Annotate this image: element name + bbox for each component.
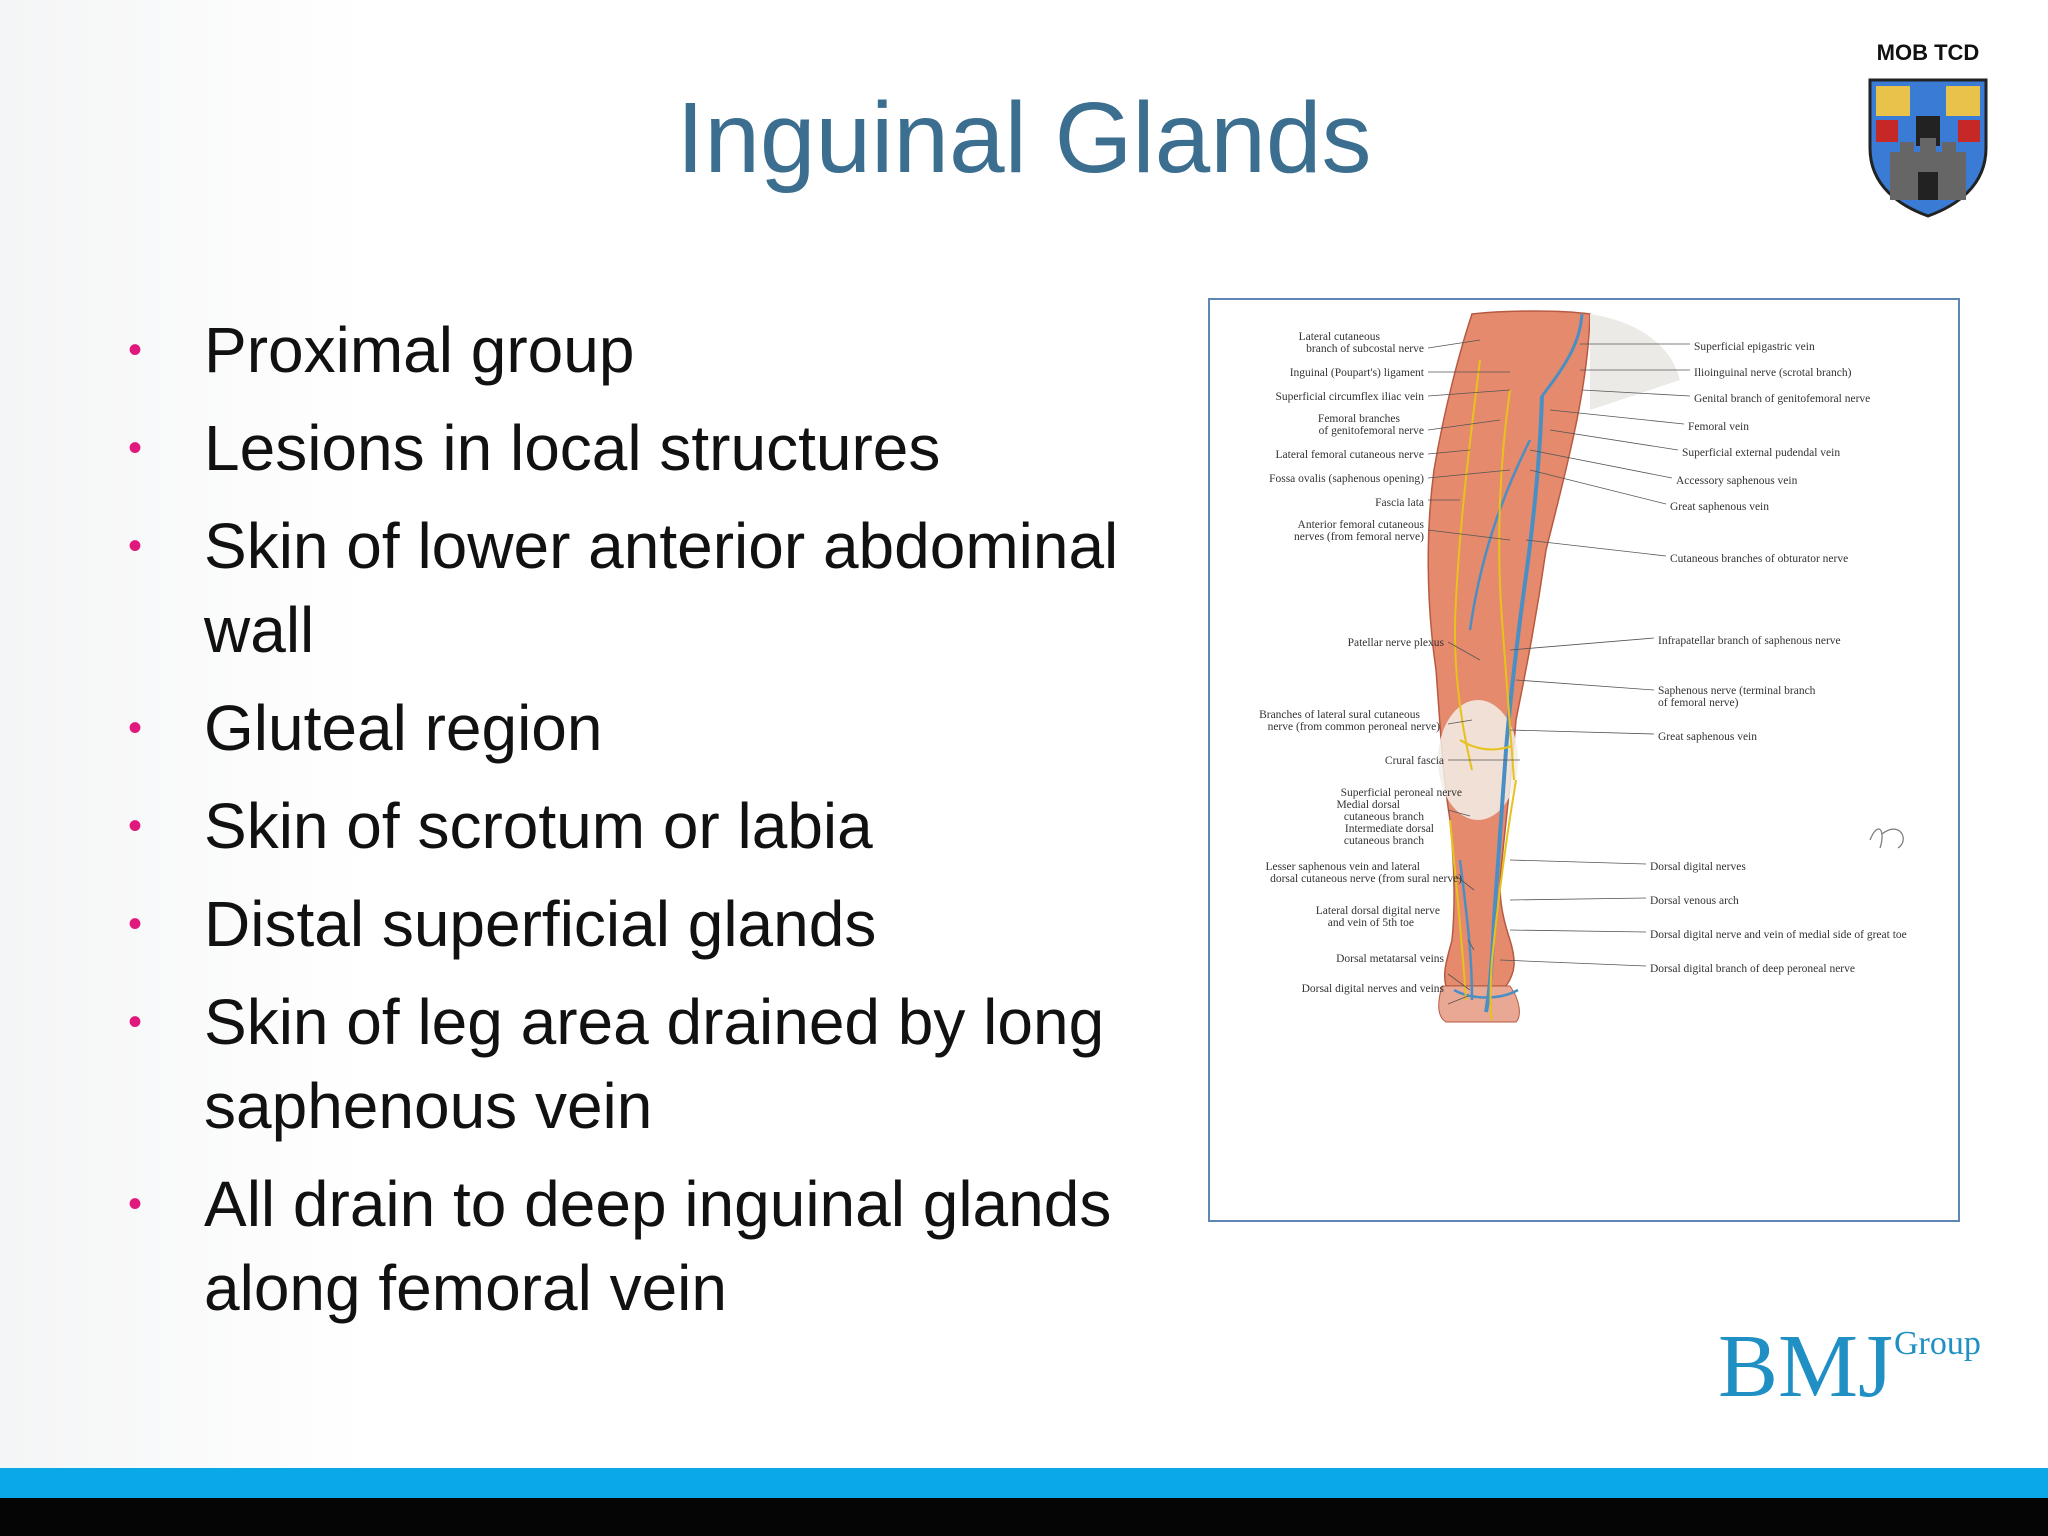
- bullet-dot: •: [128, 1000, 143, 1044]
- label-intermediate-dorsal-branch: cutaneous branch: [1344, 835, 1424, 847]
- saphenous-nerve: [1489, 779, 1517, 1021]
- bullet-list: •Proximal group •Lesions in local struct…: [120, 308, 1200, 1344]
- bullet-item: •Skin of leg area drained by long saphen…: [120, 980, 1200, 1148]
- foot-shape: [1438, 985, 1520, 1023]
- bmj-logo-subtext: Group: [1894, 1325, 1981, 1362]
- label-dorsal-digital-nerves: Dorsal digital nerves: [1650, 861, 1746, 873]
- crest-logo: [1868, 78, 1988, 218]
- left-leader-lines: [1427, 339, 1520, 1005]
- bullet-dot: •: [128, 524, 143, 568]
- label-great-saphenous-lower: Great saphenous vein: [1658, 731, 1757, 743]
- label-great-saphenous-upper: Great saphenous vein: [1670, 501, 1769, 513]
- label-fascia-lata: Fascia lata: [1375, 497, 1424, 509]
- label-dorsal-digital-nerves-veins: Dorsal digital nerves and veins: [1302, 983, 1445, 995]
- label-great-toe: Dorsal digital nerve and vein of medial …: [1650, 929, 1907, 941]
- bullet-item: •Lesions in local structures: [120, 406, 1200, 490]
- label-lateral-femoral-nerve: Lateral femoral cutaneous nerve: [1276, 449, 1424, 461]
- label-anterior-femoral: Anterior femoral cutaneous: [1298, 519, 1425, 531]
- footer-base-bar: [0, 1498, 2048, 1536]
- label-fifth-toe: and vein of 5th toe: [1328, 917, 1414, 929]
- label-femoral-vein: Femoral vein: [1688, 421, 1749, 433]
- label-lateral-dorsal-digital: Lateral dorsal digital nerve: [1316, 905, 1440, 917]
- anterior-femoral-nerve: [1498, 389, 1515, 781]
- label-lateral-cutaneous: Lateral cutaneous: [1299, 331, 1381, 343]
- label-dorsal-venous-arch: Dorsal venous arch: [1650, 895, 1739, 907]
- anatomy-figure: Lateral cutaneous branch of subcostal ne…: [1208, 298, 1960, 1222]
- label-lateral-sural: Branches of lateral sural cutaneous: [1259, 709, 1420, 721]
- dorsal-venous-arch: [1453, 988, 1519, 999]
- label-ilioinguinal: Ilioinguinal nerve (scrotal branch): [1694, 367, 1852, 379]
- label-obturator-branches: Cutaneous branches of obturator nerve: [1670, 553, 1848, 565]
- label-femoral-nerve: of femoral nerve): [1658, 697, 1739, 709]
- label-crural-fascia: Crural fascia: [1385, 755, 1444, 767]
- label-dorsal-metatarsal: Dorsal metatarsal veins: [1336, 953, 1444, 965]
- label-external-pudendal: Superficial external pudendal vein: [1682, 447, 1840, 459]
- label-saphenous-terminal: Saphenous nerve (terminal branch: [1658, 685, 1816, 697]
- bullet-item: •Distal superficial glands: [120, 882, 1200, 966]
- artist-signature: [1869, 828, 1904, 849]
- label-sural-nerve: dorsal cutaneous nerve (from sural nerve…: [1270, 873, 1462, 885]
- right-leader-lines: [1499, 343, 1691, 967]
- patellar-plexus: [1459, 739, 1513, 751]
- abdominal-fascia: [1590, 314, 1680, 410]
- label-lesser-saphenous: Lesser saphenous vein and lateral: [1265, 861, 1420, 873]
- slide-title: Inguinal Glands: [676, 82, 1372, 194]
- bullet-dot: •: [128, 902, 143, 946]
- epigastric-vein: [1540, 313, 1584, 397]
- bullet-dot: •: [128, 804, 143, 848]
- label-common-peroneal: nerve (from common peroneal nerve): [1268, 721, 1441, 733]
- label-fossa-ovalis: Fossa ovalis (saphenous opening): [1269, 473, 1424, 485]
- label-patellar-plexus: Patellar nerve plexus: [1348, 637, 1445, 649]
- label-from-femoral: nerves (from femoral nerve): [1294, 531, 1424, 543]
- label-superficial-epigastric: Superficial epigastric vein: [1694, 341, 1815, 353]
- label-medial-dorsal-branch: cutaneous branch: [1344, 811, 1424, 823]
- bullet-dot: •: [128, 426, 143, 470]
- bullet-dot: •: [128, 706, 143, 750]
- label-inguinal-ligament: Inguinal (Poupart's) ligament: [1290, 367, 1425, 379]
- label-genital-branch: Genital branch of genitofemoral nerve: [1694, 393, 1870, 405]
- great-saphenous-vein: [1484, 395, 1544, 1013]
- accessory-saphenous-vein: [1468, 439, 1532, 631]
- label-deep-peroneal: Dorsal digital branch of deep peroneal n…: [1650, 963, 1855, 975]
- bmj-group-logo: BMJ Group: [1718, 1317, 1981, 1416]
- label-accessory-saphenous: Accessory saphenous vein: [1676, 475, 1798, 487]
- bullet-item: •All drain to deep inguinal glands along…: [120, 1162, 1200, 1330]
- leg-illustration: Lateral cutaneous branch of subcostal ne…: [1259, 310, 1907, 1023]
- label-superficial-peroneal: Superficial peroneal nerve: [1341, 787, 1462, 799]
- lesser-saphenous-vein: [1458, 859, 1474, 1001]
- superficial-peroneal-nerve: [1449, 819, 1467, 1001]
- bullet-dot: •: [128, 328, 143, 372]
- bmj-logo-text: BMJ: [1718, 1317, 1893, 1416]
- footer-accent-bar: [0, 1468, 2048, 1498]
- lateral-cutaneous-nerve: [1453, 359, 1481, 771]
- bullet-item: •Skin of lower anterior abdominal wall: [120, 504, 1200, 672]
- bullet-item: •Gluteal region: [120, 686, 1200, 770]
- label-subcostal-nerve: branch of subcostal nerve: [1306, 343, 1424, 355]
- label-genitofemoral: of genitofemoral nerve: [1319, 425, 1424, 437]
- bullet-item: •Proximal group: [120, 308, 1200, 392]
- bullet-item: •Skin of scrotum or labia: [120, 784, 1200, 868]
- label-medial-dorsal: Medial dorsal: [1336, 799, 1400, 811]
- label-circumflex-iliac-vein: Superficial circumflex iliac vein: [1276, 391, 1425, 403]
- label-infrapatellar: Infrapatellar branch of saphenous nerve: [1658, 635, 1841, 647]
- bullet-dot: •: [128, 1182, 143, 1226]
- org-label: MOB TCD: [1876, 40, 1980, 65]
- label-intermediate-dorsal: Intermediate dorsal: [1345, 823, 1434, 835]
- label-femoral-branches: Femoral branches: [1318, 413, 1401, 425]
